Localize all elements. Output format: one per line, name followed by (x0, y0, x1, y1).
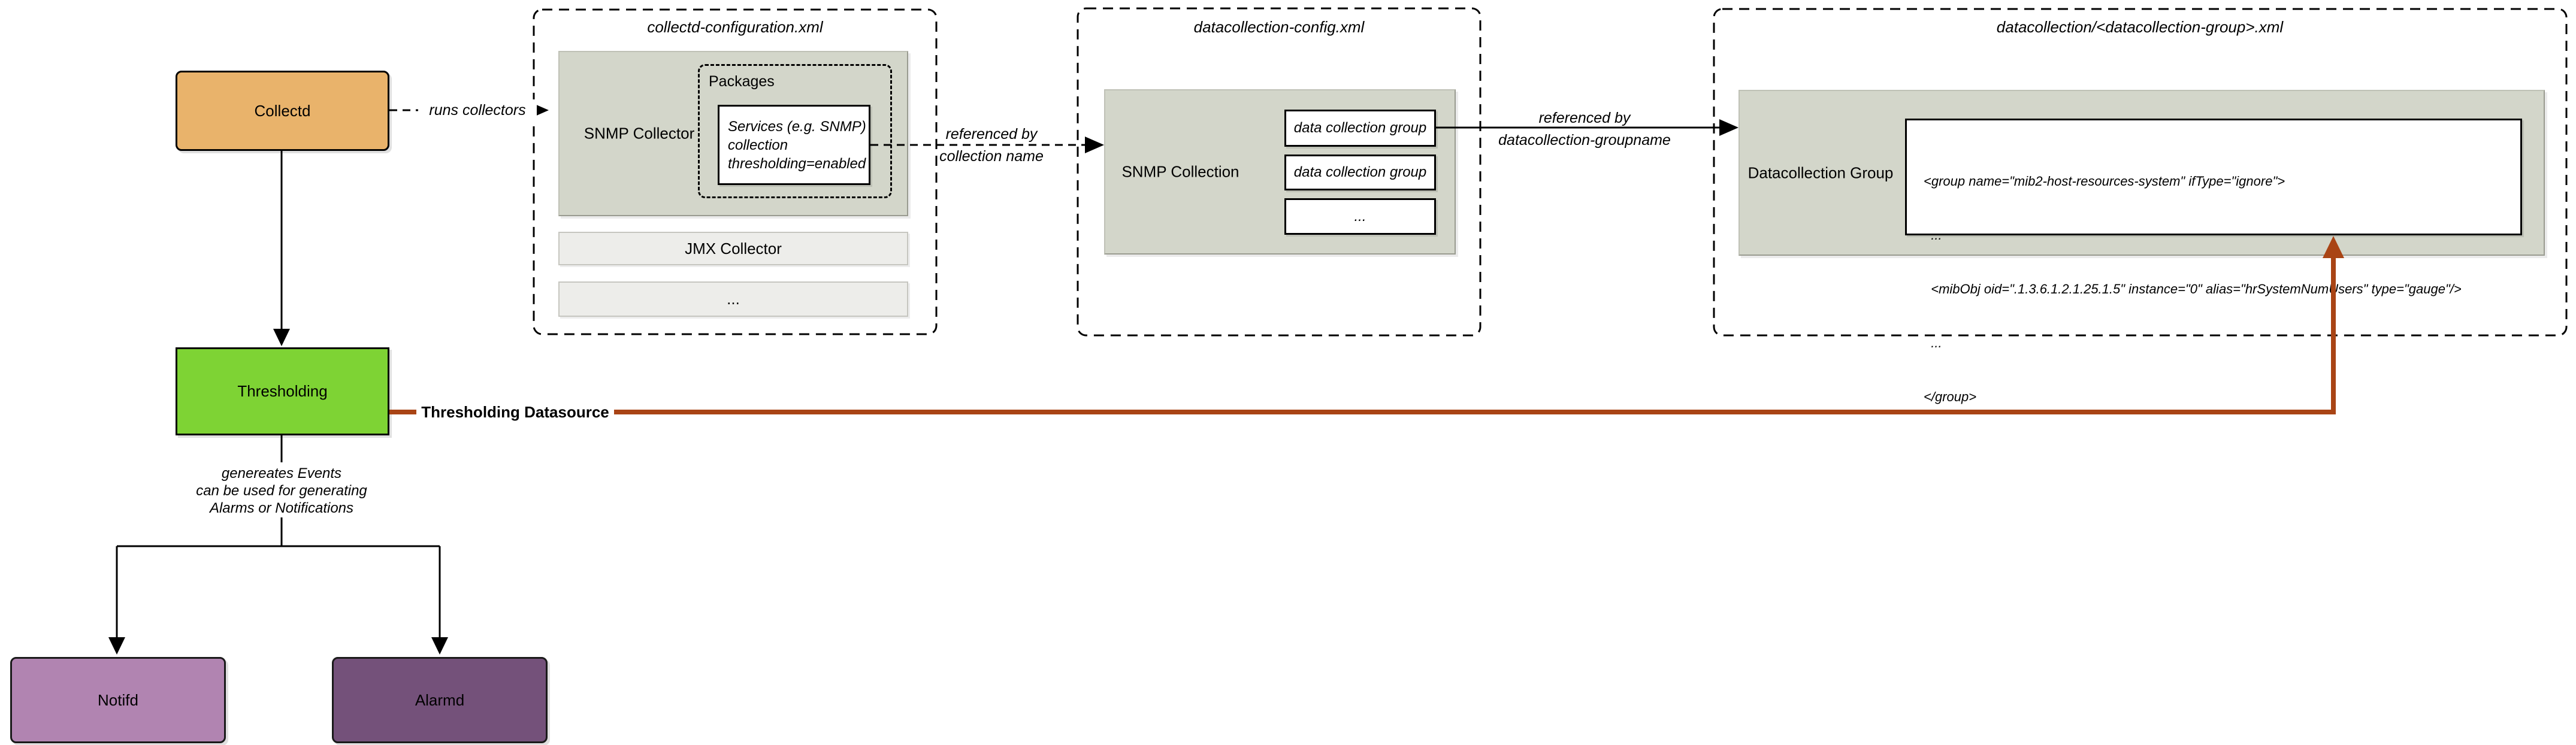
data-collection-group-label-1: data collection group (1293, 120, 1427, 136)
services-line-1: Services (e.g. SNMP) (728, 118, 866, 135)
arrowhead-notifd (108, 637, 125, 655)
snmp-collection-label: SNMP Collection (1121, 162, 1239, 181)
data-collection-group-box-1: data collection group (1284, 110, 1436, 147)
alarmd-node: Alarmd (332, 657, 548, 743)
collectd-label: Collectd (254, 101, 311, 120)
jmx-collector-label: JMX Collector (685, 239, 782, 258)
services-line-2: collection (728, 137, 788, 153)
referenced-by-groupname-line2: datacollection-groupname (1498, 132, 1671, 149)
code-line-5: </group> (1924, 389, 1977, 404)
notifd-node: Notifd (10, 657, 226, 743)
jmx-collector-bar: JMX Collector (558, 232, 908, 265)
referenced-by-groupname-label: referenced by datacollection-groupname (1480, 107, 1689, 152)
collectd-configuration-title: collectd-configuration.xml (647, 18, 823, 36)
code-line-3: <mibObj oid=".1.3.6.1.2.1.25.1.5" instan… (1924, 281, 2462, 296)
arrowhead-collectd-thresholding (273, 329, 290, 346)
arrowhead-referenced-by-groupname (1719, 119, 1739, 136)
code-line-2: ... (1924, 228, 1942, 243)
thresholding-node: Thresholding (176, 347, 389, 435)
packages-label: Packages (709, 73, 775, 90)
referenced-by-groupname-line1: referenced by (1538, 110, 1631, 126)
services-box: Services (e.g. SNMP) collection threshol… (718, 105, 870, 185)
alarmd-label: Alarmd (415, 691, 465, 709)
services-line-3: thresholding=enabled (728, 155, 866, 172)
datacollection-config-title: datacollection-config.xml (1193, 18, 1365, 36)
referenced-by-collection-line1: referenced by (945, 126, 1038, 143)
notifd-label: Notifd (98, 691, 138, 709)
datacollection-group-label: Datacollection Group (1747, 163, 1894, 181)
generates-line-3: Alarms or Notifications (209, 500, 354, 516)
arrowhead-alarmd (431, 637, 448, 655)
referenced-by-collection-line2: collection name (939, 148, 1044, 165)
collectors-more-label: ... (727, 290, 740, 308)
generates-line-1: genereates Events (221, 465, 342, 481)
data-collection-group-label-more: ... (1354, 208, 1366, 225)
generates-line-2: can be used for generating (196, 483, 367, 499)
data-collection-group-box-more: ... (1284, 198, 1436, 235)
mibobj-code-box: <group name="mib2-host-resources-system"… (1905, 119, 2522, 404)
data-collection-group-box-2: data collection group (1284, 155, 1436, 190)
code-line-1: <group name="mib2-host-resources-system"… (1924, 174, 2285, 189)
datacollection-group-file-title: datacollection/<datacollection-group>.xm… (1996, 18, 2284, 36)
collectd-node: Collectd (176, 71, 389, 151)
collectors-more-bar: ... (558, 281, 908, 317)
generates-events-note: genereates Events can be used for genera… (162, 465, 401, 517)
thresholding-datasource-label: Thresholding Datasource (416, 401, 614, 423)
referenced-by-collection-label: referenced by collection name (902, 123, 1081, 168)
runs-collectors-label: runs collectors (418, 99, 537, 121)
arrowhead-referenced-by-collection (1085, 137, 1104, 153)
data-collection-group-label-2: data collection group (1293, 164, 1427, 180)
snmp-collector-label: SNMP Collector (583, 124, 695, 143)
thresholding-label: Thresholding (237, 382, 328, 400)
code-line-4: ... (1924, 335, 1942, 350)
